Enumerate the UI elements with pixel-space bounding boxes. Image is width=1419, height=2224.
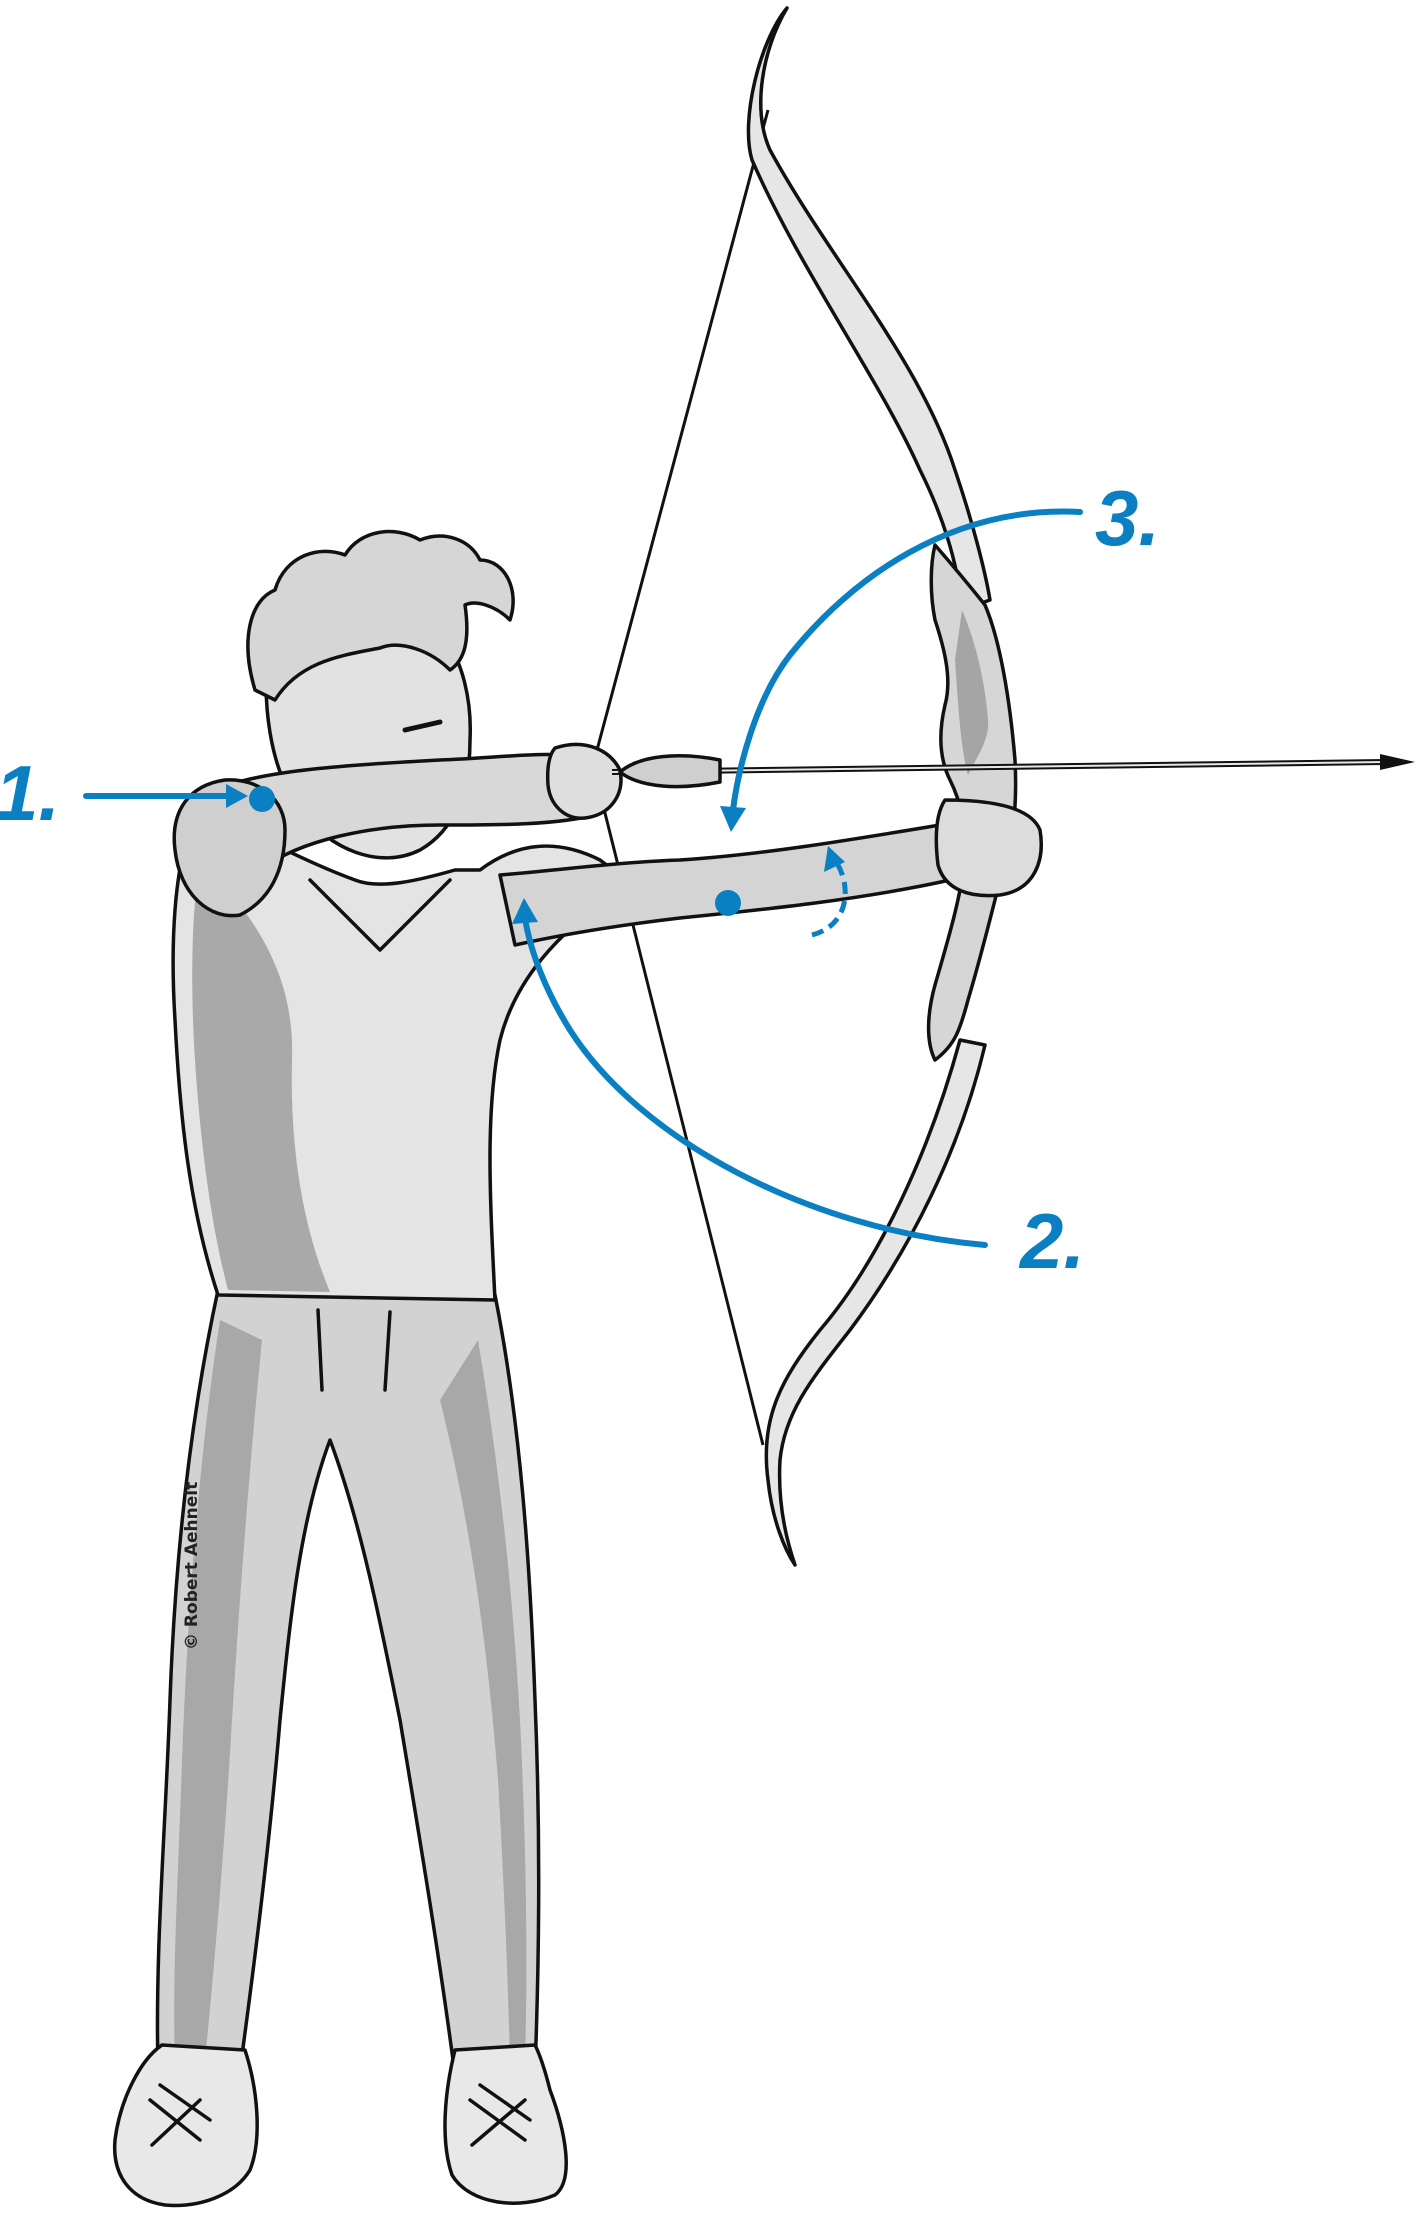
shoe-left-laces [148, 2083, 212, 2147]
draw-hand [545, 742, 623, 820]
shirt-shadow [192, 860, 330, 1292]
drawstring-right [383, 1310, 392, 1392]
label-3: 3. [1095, 474, 1160, 562]
shirt-collar [308, 878, 452, 952]
annotation-3: 3. [720, 474, 1160, 832]
annotation-2-arrowhead [512, 898, 538, 924]
arrow-fletching [618, 754, 722, 789]
arrow-point [1380, 754, 1415, 770]
shoe-left [112, 2043, 259, 2208]
bow-lower-limb [764, 1038, 987, 1567]
annotation-2-rotation-head [824, 846, 845, 872]
label-2: 2. [1018, 1197, 1085, 1285]
annotation-1-dot [249, 786, 275, 812]
drawstring-left [316, 1308, 324, 1392]
label-1: 1. [0, 749, 60, 837]
trousers-shadow-left [174, 1320, 262, 2060]
annotation-3-arc [730, 508, 1083, 813]
eye [402, 719, 443, 733]
annotation-2-rotation-arc [811, 858, 848, 938]
annotation-2-arc [522, 915, 988, 1248]
bow-hand [934, 798, 1043, 898]
annotation-2: 2. [512, 846, 1085, 1285]
bow-riser-shadow [955, 610, 989, 775]
bow-string-upper [591, 109, 770, 766]
credit-text: © Robert Aehnelt [182, 1482, 202, 1650]
draw-shoulder [172, 778, 287, 918]
annotation-3-arrowhead [720, 806, 746, 832]
trousers [155, 1288, 541, 2077]
annotation-2-dot [715, 890, 741, 916]
archer-figure [112, 529, 1043, 2208]
annotation-1: 1. [0, 749, 275, 837]
bow-arm [498, 823, 952, 947]
annotation-1-arrowhead [226, 784, 248, 808]
shoe-right-laces [468, 2083, 532, 2147]
bow-upper-limb [746, 6, 992, 612]
hair [246, 529, 515, 702]
trousers-shadow-right [440, 1340, 527, 2060]
